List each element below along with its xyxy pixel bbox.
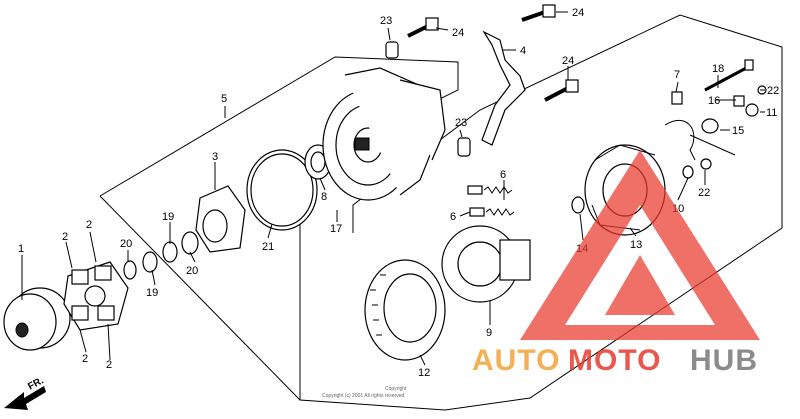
bearing-part [304, 144, 332, 180]
label-22: 22 [698, 187, 710, 199]
label-23: 23 [380, 15, 392, 27]
front-direction-marker: FR. [4, 375, 46, 410]
label-13: 13 [630, 239, 642, 251]
label-24: 24 [572, 7, 584, 19]
label-24: 24 [562, 55, 574, 67]
label-6: 6 [450, 211, 456, 223]
label-21: 21 [262, 241, 274, 253]
spacer-23-upper [385, 41, 399, 59]
label-24: 24 [452, 27, 464, 39]
stator-part [364, 259, 446, 361]
label-20: 20 [186, 265, 198, 277]
label-6: 6 [500, 169, 506, 181]
label-7: 7 [674, 69, 680, 81]
bolt-parts [407, 4, 579, 102]
brush-parts [467, 185, 515, 217]
label-12: 12 [418, 367, 430, 379]
fan-part [63, 261, 129, 331]
watermark-triangle-logo [520, 150, 760, 340]
label-2: 2 [82, 353, 88, 365]
bracket-part [481, 30, 526, 146]
label-15: 15 [732, 125, 744, 137]
label-20: 20 [120, 238, 132, 250]
label-5: 5 [221, 93, 227, 105]
label-16: 16 [708, 95, 720, 107]
label-17: 17 [330, 223, 342, 235]
terminal-parts [671, 59, 767, 170]
label-3: 3 [212, 151, 218, 163]
label-23: 23 [455, 117, 467, 129]
label-9: 9 [486, 327, 492, 339]
copyright-line: Copyright (c) 2001 All rights reserved [322, 393, 404, 399]
watermark-moto: MOTO [568, 344, 661, 377]
copyright-title: Copyright [385, 386, 407, 392]
label-4: 4 [520, 45, 526, 57]
spacer-23-lower [457, 137, 471, 157]
watermark-auto: AUTO [472, 344, 560, 377]
label-2: 2 [62, 231, 68, 243]
pulley-part [3, 287, 71, 351]
leader-lines [21, 11, 765, 366]
washer-14-part [571, 196, 585, 214]
label-2: 2 [86, 219, 92, 231]
front-housing-part [322, 67, 446, 201]
lead-wire-part [664, 119, 736, 161]
label-8: 8 [321, 191, 327, 203]
label-18: 18 [712, 63, 724, 75]
label-1: 1 [18, 243, 24, 255]
automotohub-watermark: AUTO MOTO HUB [472, 150, 760, 377]
regulator-part [441, 225, 531, 303]
label-2: 2 [106, 359, 112, 371]
label-11: 11 [766, 107, 777, 119]
part-labels: 1 2 2 2 2 3 5 19 20 19 20 21 8 17 23 23 … [18, 7, 779, 379]
watermark-hub: HUB [690, 344, 758, 377]
label-19: 19 [146, 287, 158, 299]
spacer-collar-part [195, 185, 246, 253]
label-19: 19 [162, 211, 174, 223]
label-22: 22 [767, 85, 779, 97]
